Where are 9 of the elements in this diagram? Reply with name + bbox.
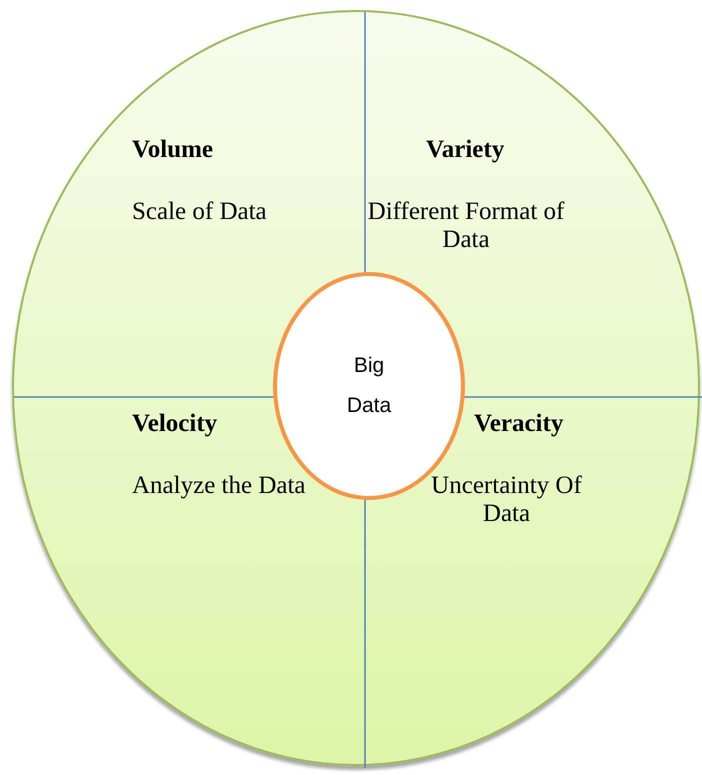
veracity-heading: Veracity	[473, 410, 564, 438]
velocity-description: Analyze the Data	[132, 472, 307, 500]
variety-heading: Variety	[425, 136, 506, 164]
velocity-heading: Velocity	[132, 410, 218, 438]
veracity-description: Uncertainty Of Data	[430, 472, 583, 528]
variety-description: Different Format of Data	[366, 198, 566, 254]
volume-heading: Volume	[132, 136, 214, 164]
center-label: Big Data	[346, 353, 392, 419]
volume-description: Scale of Data	[132, 198, 268, 226]
